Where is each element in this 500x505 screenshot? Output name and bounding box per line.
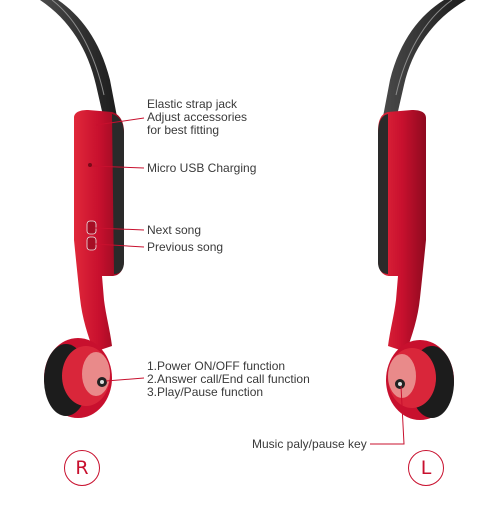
leader-power (105, 377, 145, 382)
next-song-button (86, 220, 97, 235)
left-earpiece (378, 0, 466, 420)
power-line-3: 3.Play/Pause function (147, 385, 264, 399)
power-line-1: 1.Power ON/OFF function (147, 359, 286, 373)
leader-previous-song (94, 243, 145, 248)
music-key-label: Music paly/pause key (252, 437, 367, 451)
power-line-2: 2.Answer call/End call function (147, 372, 310, 386)
strap-jack-line-1: Elastic strap jack (147, 97, 238, 111)
leader-usb (91, 165, 145, 169)
leader-music-key (370, 385, 405, 445)
usb-label: Micro USB Charging (147, 161, 257, 175)
strap-jack-line-3: for best fitting (147, 123, 220, 137)
usb-port (88, 163, 92, 167)
left-housing (378, 110, 426, 352)
left-neckband (382, 0, 466, 122)
circled-r-icon: R (64, 450, 100, 486)
right-earpiece (40, 0, 124, 418)
next-song-label: Next song (147, 223, 202, 237)
leader-lines (91, 117, 405, 445)
previous-song-label: Previous song (147, 240, 224, 254)
leader-strap-jack (95, 117, 145, 126)
previous-song-button (86, 236, 97, 251)
circled-l-icon: L (408, 450, 444, 486)
power-label: 1.Power ON/OFF function 2.Answer call/En… (147, 360, 310, 399)
right-neckband (40, 0, 118, 122)
leader-next-song (94, 227, 145, 231)
strap-jack-label: Elastic strap jack Adjust accessories fo… (147, 98, 247, 137)
strap-jack-line-2: Adjust accessories (147, 110, 248, 124)
right-housing (74, 110, 124, 352)
